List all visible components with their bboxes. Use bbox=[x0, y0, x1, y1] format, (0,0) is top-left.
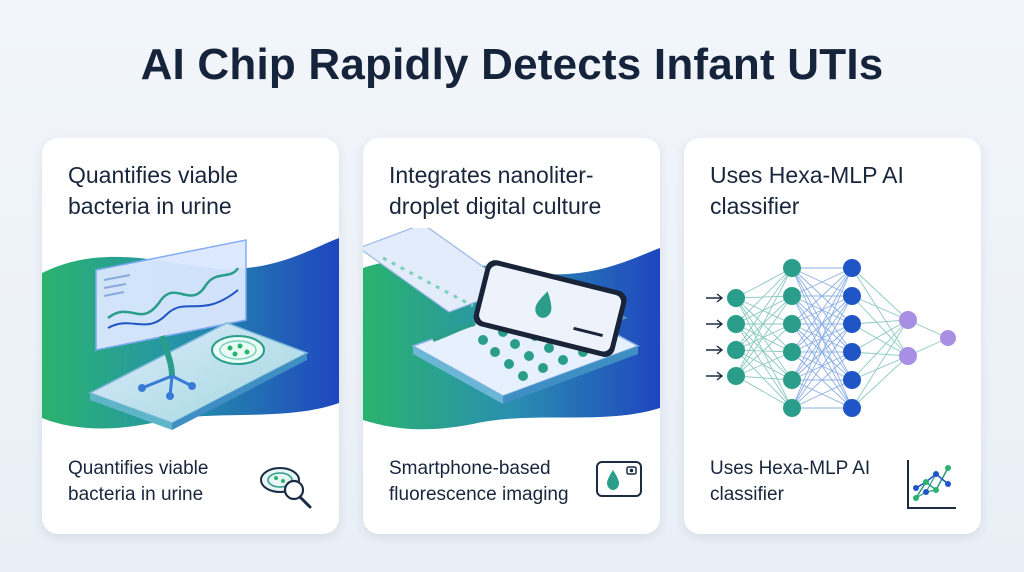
network-edge bbox=[735, 297, 793, 353]
network-node bbox=[843, 287, 861, 305]
network-edge bbox=[851, 355, 909, 409]
network-node bbox=[783, 315, 801, 333]
network-edge bbox=[791, 379, 853, 409]
network-edge bbox=[735, 349, 793, 353]
network-edge bbox=[791, 267, 853, 353]
network-edge bbox=[851, 267, 909, 321]
network-edge bbox=[851, 319, 909, 381]
network-node bbox=[843, 259, 861, 277]
network-edge bbox=[735, 349, 793, 409]
network-node bbox=[783, 399, 801, 417]
microfluidic-chip-illustration bbox=[42, 238, 339, 430]
network-edge bbox=[735, 267, 793, 325]
network-node bbox=[843, 399, 861, 417]
network-edge bbox=[735, 323, 793, 353]
network-edge bbox=[791, 267, 853, 381]
petri-dish-magnifier-icon bbox=[260, 467, 312, 509]
network-edge bbox=[735, 267, 793, 351]
network-edge bbox=[735, 297, 793, 325]
network-edge bbox=[851, 295, 909, 357]
network-node bbox=[727, 289, 745, 307]
network-edge bbox=[735, 323, 793, 377]
page-title: AI Chip Rapidly Detects Infant UTIs bbox=[140, 40, 884, 89]
network-edge bbox=[735, 323, 793, 351]
card-viable-bacteria: Quantifies viable bacteria in urine bbox=[42, 138, 339, 534]
input-arrow-icon bbox=[706, 319, 724, 329]
network-node bbox=[783, 343, 801, 361]
network-edge bbox=[735, 323, 793, 409]
card-hexa-mlp: Uses Hexa-MLP AI classifier Uses Hexa-ML… bbox=[684, 138, 981, 534]
network-edge bbox=[791, 295, 853, 409]
card-heading: Integrates nanoliter-droplet digital cul… bbox=[389, 162, 602, 219]
network-edge bbox=[791, 267, 853, 297]
network-node bbox=[783, 259, 801, 277]
card-caption: Quantifies viable bacteria in urine bbox=[68, 458, 209, 505]
network-edge bbox=[735, 375, 793, 409]
network-edge bbox=[735, 295, 793, 377]
card-digital-culture: Integrates nanoliter-droplet digital cul… bbox=[363, 138, 660, 534]
network-node bbox=[727, 315, 745, 333]
network-node bbox=[899, 347, 917, 365]
network-edge bbox=[735, 295, 793, 325]
input-arrow-icon bbox=[706, 293, 724, 303]
network-edge bbox=[791, 323, 853, 409]
network-edge bbox=[851, 295, 909, 321]
network-node bbox=[727, 367, 745, 385]
network-edge bbox=[791, 267, 853, 409]
network-edge bbox=[791, 351, 853, 409]
network-edge bbox=[851, 319, 909, 353]
neural-network-illustration bbox=[706, 259, 956, 417]
network-node bbox=[783, 287, 801, 305]
network-edge bbox=[735, 295, 793, 351]
network-edge bbox=[851, 355, 909, 381]
card-heading: Quantifies viable bacteria in urine bbox=[68, 162, 239, 219]
network-edge bbox=[735, 323, 793, 381]
card-caption: Smartphone-based fluorescence imaging bbox=[389, 458, 569, 505]
network-node bbox=[843, 315, 861, 333]
network-node bbox=[899, 311, 917, 329]
network-edge bbox=[735, 349, 793, 381]
network-edge bbox=[735, 351, 793, 377]
network-node bbox=[843, 371, 861, 389]
droplet-chip-phone-illustration bbox=[363, 228, 660, 430]
network-edge bbox=[851, 319, 909, 409]
network-edge bbox=[735, 267, 793, 377]
network-node bbox=[843, 343, 861, 361]
network-edge bbox=[851, 351, 909, 357]
input-arrow-icon bbox=[706, 371, 724, 381]
network-edge bbox=[735, 297, 793, 409]
card-heading: Uses Hexa-MLP AI classifier bbox=[710, 162, 904, 219]
card-caption: Uses Hexa-MLP AI classifier bbox=[710, 458, 871, 505]
network-node bbox=[940, 330, 956, 346]
input-arrow-icon bbox=[706, 345, 724, 355]
network-node bbox=[727, 341, 745, 359]
network-edge bbox=[791, 267, 853, 325]
network-chart-icon bbox=[907, 460, 956, 509]
network-edge bbox=[735, 267, 793, 299]
phone-droplet-icon bbox=[596, 461, 642, 497]
network-edge bbox=[735, 297, 793, 381]
network-edge bbox=[851, 323, 909, 357]
network-edge bbox=[851, 267, 909, 357]
network-edge bbox=[735, 375, 793, 381]
network-edge bbox=[851, 319, 909, 325]
network-edge bbox=[735, 295, 793, 299]
network-node bbox=[783, 371, 801, 389]
